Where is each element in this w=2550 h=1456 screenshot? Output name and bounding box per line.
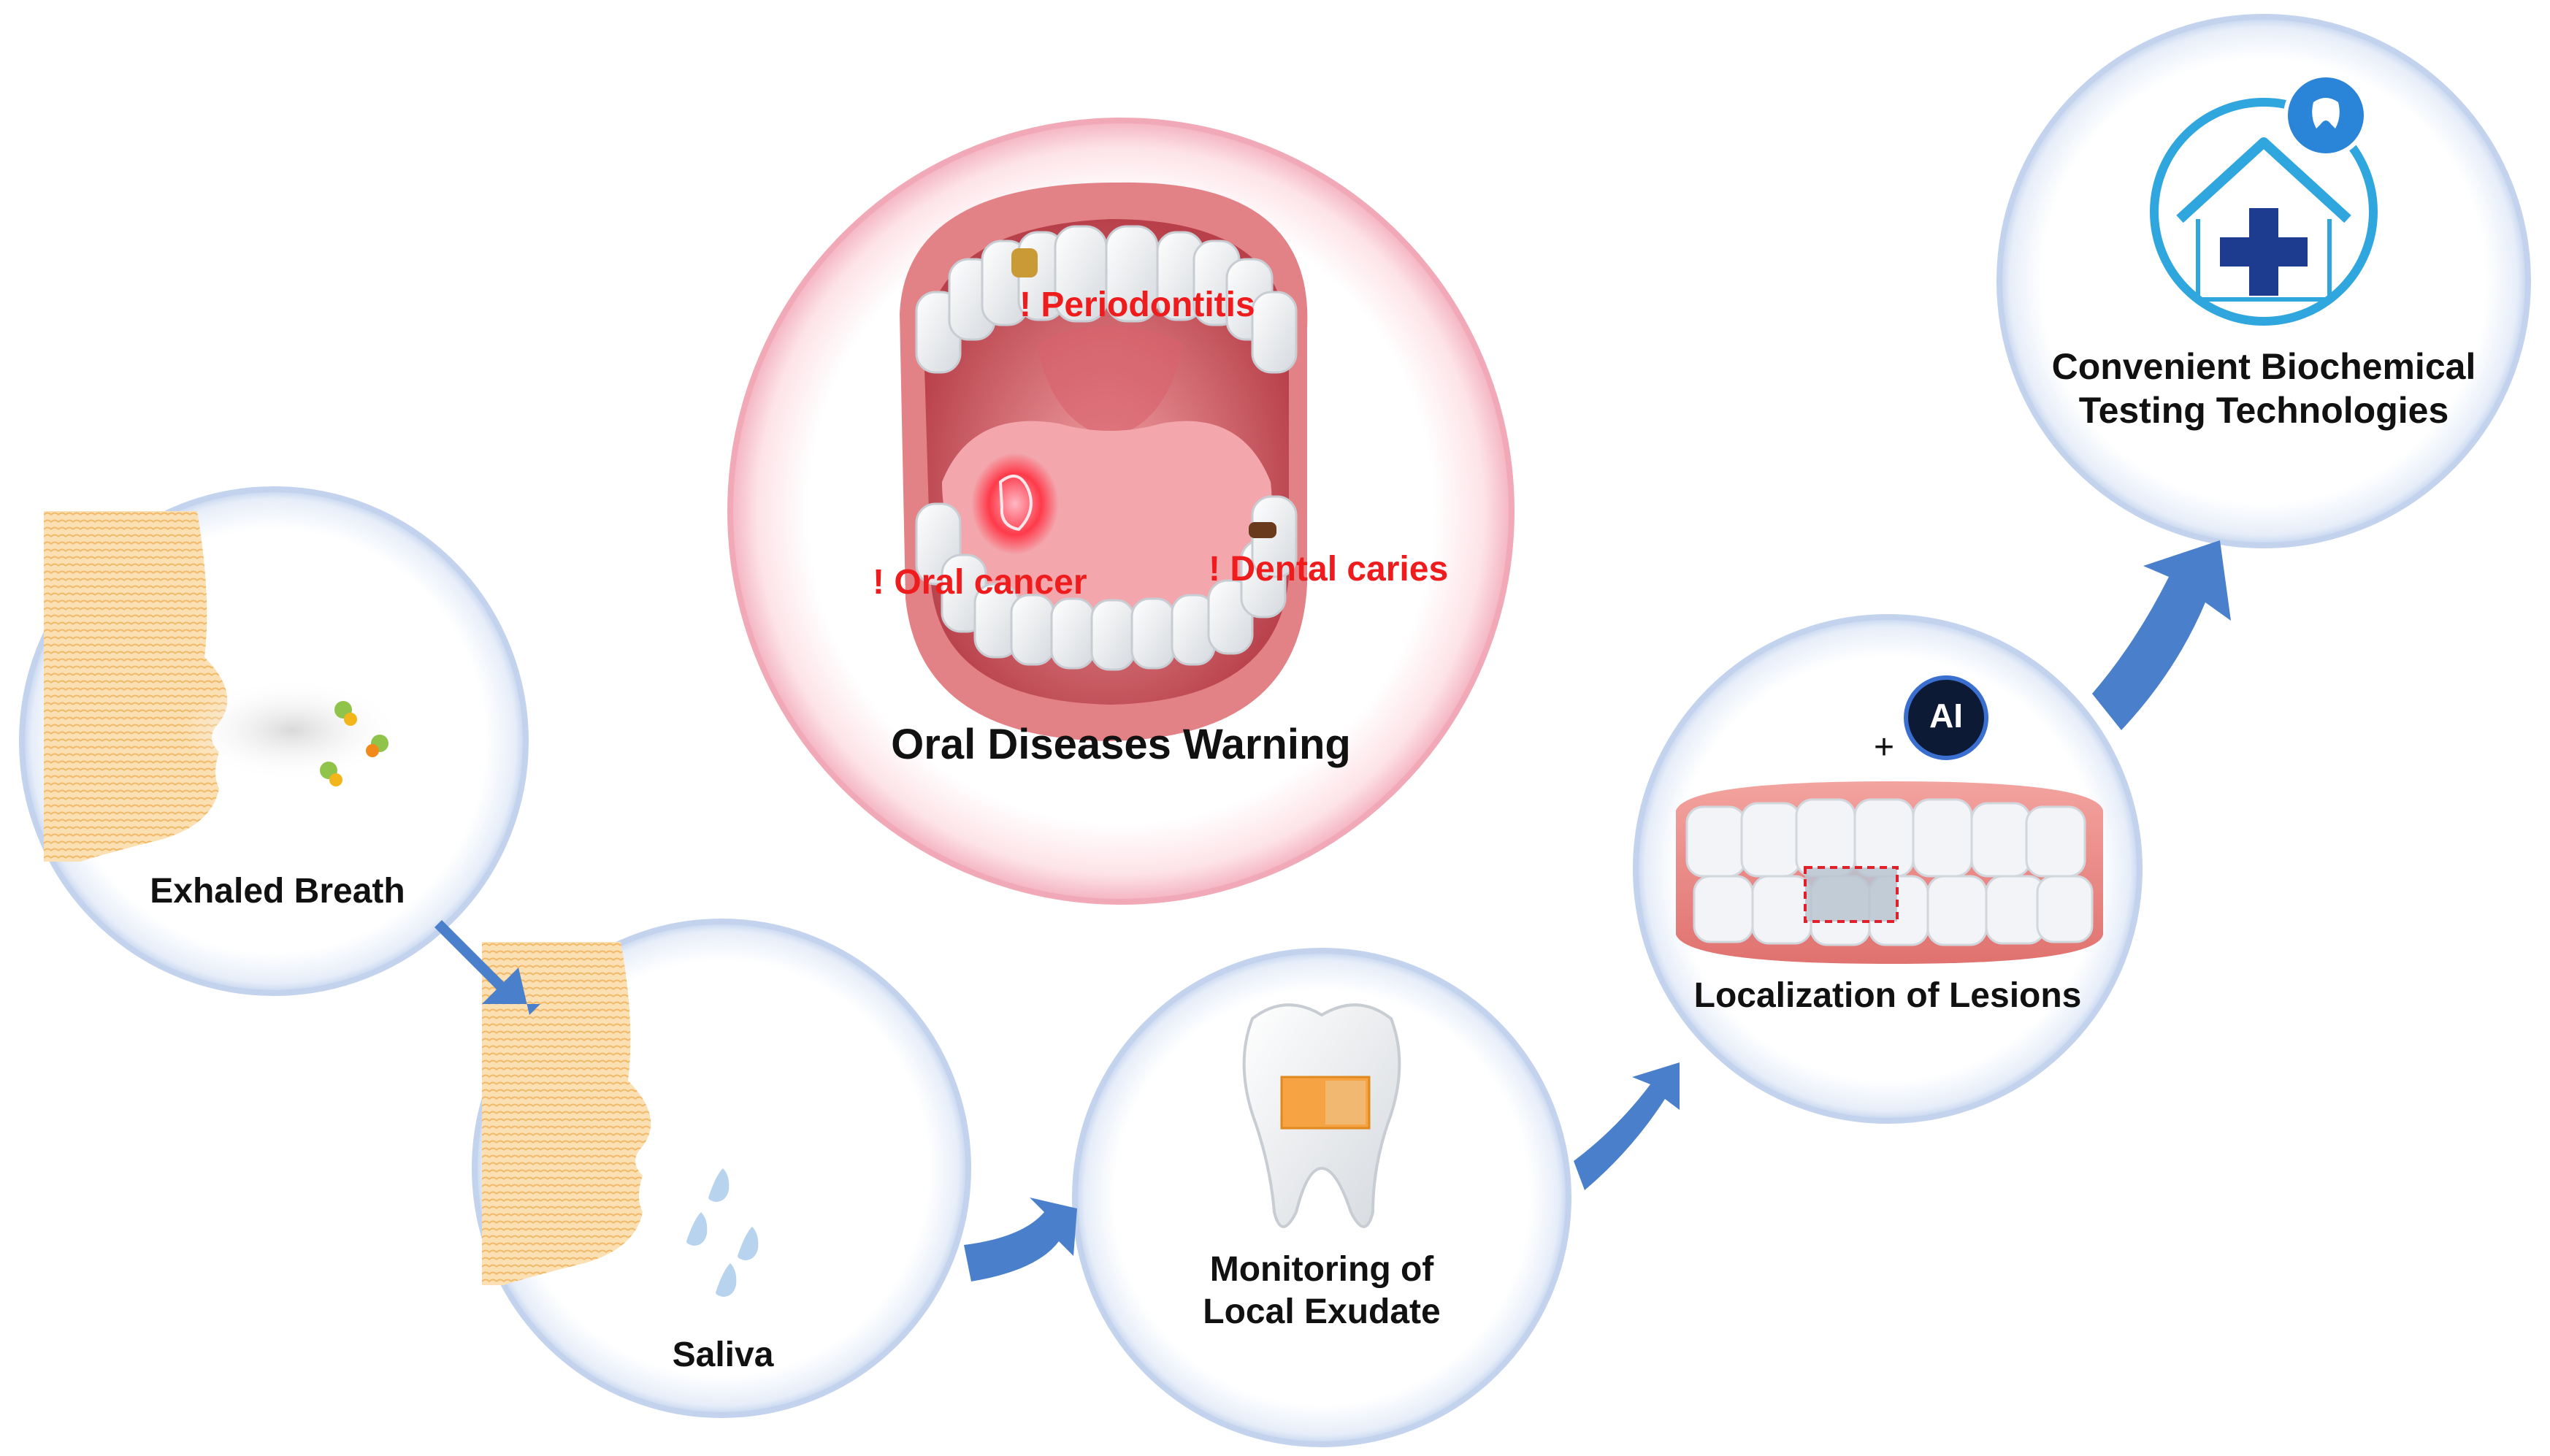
droplet-icon	[686, 1212, 708, 1246]
exhaled-breath-panel	[19, 486, 529, 996]
breath-cloud	[183, 679, 402, 781]
biochemical-line-1: Convenient Biochemical	[2051, 346, 2476, 387]
warning-mark: !	[873, 563, 884, 602]
tooth-glyph-icon	[2312, 98, 2340, 129]
warning-mark: !	[1019, 286, 1031, 324]
oral-diseases-panel	[727, 118, 1515, 905]
lesion-marker	[1804, 866, 1899, 923]
step-saliva-label: Saliva	[672, 1336, 774, 1374]
arrow-lesions-to-biochemical	[2092, 540, 2231, 730]
dental-arch-icon	[1685, 798, 2094, 946]
face-profile-icon	[482, 942, 651, 1285]
oral-cancer-lesion	[971, 453, 1059, 555]
step-biochemical-label: Convenient Biochemical Testing Technolog…	[2030, 345, 2497, 432]
house-wall-icon	[2196, 219, 2332, 302]
biochemical-line-2: Testing Technologies	[2078, 390, 2449, 431]
step-local-exudate-label: Monitoring of Local Exudate	[1139, 1249, 1504, 1333]
caries-spot	[1249, 522, 1276, 538]
exudate-line-2: Local Exudate	[1203, 1292, 1441, 1331]
step-lesions-label: Localization of Lesions	[1693, 976, 2082, 1015]
face-profile-icon	[44, 511, 228, 862]
saliva-panel	[472, 919, 971, 1418]
warning-label: Dental caries	[1230, 550, 1449, 589]
ai-badge-label: AI	[1929, 697, 1963, 735]
local-exudate-panel	[1072, 948, 1571, 1447]
house-roof-icon	[2176, 137, 2351, 223]
ai-badge	[1904, 675, 1988, 760]
plus-sign: +	[1873, 728, 1895, 767]
home-care-icon	[2150, 98, 2378, 326]
lesion-outline	[998, 475, 1033, 532]
droplet-icon	[708, 1168, 730, 1202]
center-caption: Oral Diseases Warning	[891, 721, 1351, 768]
periodontitis-spot	[1011, 248, 1038, 277]
droplet-icon	[716, 1263, 737, 1297]
exudate-line-1: Monitoring of	[1209, 1250, 1434, 1289]
exudate-circle	[1072, 948, 1571, 1447]
warning-periodontitis: ! Periodontitis	[1019, 285, 1255, 325]
droplet-icon	[738, 1227, 759, 1260]
warning-label: Oral cancer	[894, 563, 1087, 602]
biochemical-panel	[1996, 14, 2531, 548]
lesion-area	[1805, 867, 1897, 922]
upper-teeth	[915, 225, 1298, 374]
warning-dental-caries: ! Dental caries	[1209, 549, 1448, 589]
warning-mark: !	[1209, 550, 1220, 589]
warning-label: Periodontitis	[1041, 286, 1255, 324]
throat	[1037, 325, 1183, 438]
lower-teeth	[915, 495, 1298, 671]
arrow-breath-to-saliva	[434, 920, 540, 1015]
warning-oral-cancer: ! Oral cancer	[873, 562, 1087, 602]
arrow-saliva-to-exudate	[964, 1198, 1077, 1281]
lesions-panel	[1633, 614, 2143, 1124]
flow-arrows	[434, 540, 2231, 1281]
step-exhaled-breath-label: Exhaled Breath	[150, 872, 405, 911]
arrow-exudate-to-lesions	[1574, 1062, 1680, 1190]
